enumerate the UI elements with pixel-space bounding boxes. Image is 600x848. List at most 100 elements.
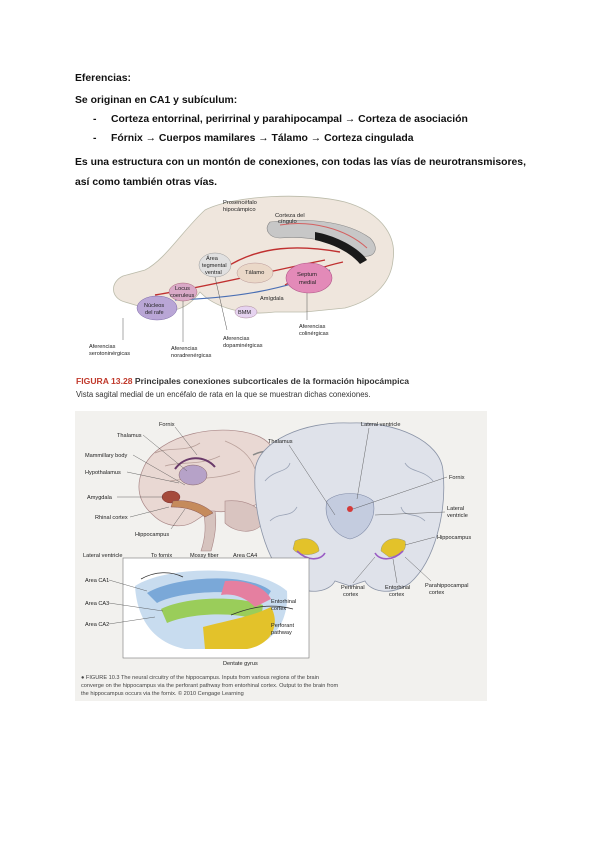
leader-hippocampus-right (404, 536, 436, 546)
leader-thalamus-right (288, 444, 336, 516)
origin-line: Se originan en CA1 y subículum: (75, 95, 238, 106)
label-ventral: ventral (205, 270, 222, 276)
figure-rat-brain-connections: Prosencéfalo hipocámpico Corteza del cín… (89, 195, 394, 359)
label-perirhinal-1: Perirhinal (341, 585, 365, 591)
label-del-rafe: del rafe (145, 310, 164, 316)
label-colinergicas: colinérgicas (299, 331, 329, 337)
leader-hypothalamus (126, 471, 180, 484)
bmm-region (234, 305, 258, 319)
leader-fornix-right (352, 476, 448, 510)
bullet-text: Corteza entorrinal, perirrinal y parahip… (111, 114, 468, 125)
label-coeruleus: coeruleus (170, 293, 194, 299)
label-lateral-right-2: ventricle (447, 513, 468, 519)
label-parahippo-2: cortex (429, 590, 444, 596)
leader-mammillary (132, 454, 186, 486)
label-perforant-2: pathway (271, 630, 292, 636)
fornix-arc (174, 457, 216, 470)
label-area: Área (206, 255, 219, 262)
label-amygdala: Amygdala (87, 495, 113, 501)
coronal-hippocampus-right (380, 538, 406, 558)
label-dopaminergicas: dopaminérgicas (223, 343, 263, 349)
raphe-nuclei (136, 295, 178, 321)
heading-eferencias: Eferencias: (75, 73, 132, 84)
leader-dopaminergicas (214, 276, 228, 331)
label-perirhinal-2: cortex (343, 592, 358, 598)
coronal-cortex-left (296, 550, 326, 560)
inset-dentate (203, 607, 275, 649)
label-serotoninergicas: serotoninérgicas (89, 351, 130, 357)
pathway-arrow-1 (224, 247, 341, 269)
label-dentate: Dentate gyrus (223, 661, 258, 667)
bullet-1: - Corteza entorrinal, perirrinal y parah… (93, 114, 468, 125)
leader-lateral-ventricle (356, 427, 370, 500)
leader-hippocampus (170, 508, 186, 530)
inset-ca4 (221, 580, 271, 607)
figure1-caption: FIGURA 13.28 Principales conexiones subc… (76, 376, 409, 386)
leader-rhinal (129, 506, 170, 518)
label-noradrenergicas: noradrenérgicas (171, 353, 212, 359)
label-thalamus: Thalamus (117, 433, 142, 439)
label-amigdala: Amígdala (260, 296, 285, 302)
label-area-ca1: Area CA1 (85, 578, 109, 584)
label-lateral-ventricle: Lateral ventricle (361, 422, 401, 428)
label-hipocampico: hipocámpico (223, 207, 256, 213)
caption-title: Principales conexiones subcorticales de … (134, 376, 410, 386)
label-fornix: Fornix (159, 422, 175, 428)
label-aff-ser: Aferencias (89, 344, 116, 350)
label-entorhinal-1: Entorhinal (385, 585, 410, 591)
leader-thalamus (142, 434, 188, 472)
label-lateral-right-1: Lateral (447, 506, 464, 512)
label-aff-nor: Aferencias (171, 346, 198, 352)
label-aff-dop: Aferencias (223, 336, 250, 342)
brainstem (200, 510, 217, 552)
label-parahippo-1: Parahippocampal (425, 583, 469, 589)
bullet-dash: - (93, 114, 97, 125)
figure2-caption-3: the hippocampus occurs via the fornix. ©… (81, 690, 244, 697)
label-nucleos: Núcleos (144, 303, 164, 309)
figure1-caption-text: Vista sagital medial de un encéfalo de r… (76, 390, 371, 399)
bullet-dash: - (93, 133, 97, 144)
figure2-caption-1: ● FIGURE 10.3 The neural circuitry of th… (81, 675, 319, 681)
label-corteza: Corteza del (275, 213, 305, 219)
label-area-ca3: Area CA3 (85, 601, 109, 607)
hippocampus-dark (315, 232, 367, 264)
label-septum: Septum (297, 272, 317, 278)
label-mammillary: Mammillary body (85, 453, 127, 459)
coronal-fornix (347, 506, 353, 512)
leader-lateral-right (374, 511, 446, 516)
gyri-lines (154, 440, 256, 482)
inset-fornix-path (140, 572, 184, 580)
inset-perforant-path (230, 605, 294, 616)
label-entorhinal-inset-2: cortex (271, 606, 286, 612)
inset-ca3 (161, 598, 263, 623)
label-area-ca2: Area CA2 (85, 622, 109, 628)
label-fornix-right: Fornix (449, 475, 465, 481)
label-hippocampus-right: Hippocampus (437, 535, 471, 541)
label-to-fornix: To fornix (151, 553, 172, 559)
label-hypothalamus: Hypothalamus (85, 470, 121, 476)
label-talamo: Tálamo (245, 270, 264, 276)
label-hippocampus: Hippocampus (135, 532, 169, 538)
septum-medial (285, 262, 333, 294)
coronal-hippocampus-left (292, 538, 320, 555)
label-entorhinal-inset-1: Entorhinal (271, 599, 296, 605)
bullet-2: - Fórnix → Cuerpos mamilares → Tálamo → … (93, 133, 414, 144)
paragraph: Es una estructura con un montón de conex… (75, 157, 526, 188)
leader-entorhinal (392, 558, 398, 584)
label-inset-lat-vent: Lateral ventricle (83, 553, 123, 559)
coronal-cortex-right (374, 550, 404, 560)
leader-parahippo (404, 556, 432, 582)
talamo-region (236, 262, 274, 284)
label-rhinal: Rhinal cortex (95, 515, 128, 521)
label-thalamus-right: Thalamus (268, 439, 293, 445)
figure2-caption-2: converge on the hippocampus via the perf… (81, 683, 338, 689)
label-medial: medial (299, 280, 316, 286)
label-locus: Locus (175, 286, 190, 292)
label-tegmental: tegmental (202, 263, 227, 269)
bullet-text: Fórnix → Cuerpos mamilares → Tálamo → Co… (111, 133, 414, 144)
label-mossy: Mossy fiber (190, 553, 219, 559)
figure-hippocampus-circuitry: Fornix Thalamus Mammillary body Hypothal… (75, 411, 487, 701)
coronal-ventricles (325, 493, 375, 540)
cingulate-path (279, 223, 368, 249)
leader-ca3 (108, 602, 164, 612)
